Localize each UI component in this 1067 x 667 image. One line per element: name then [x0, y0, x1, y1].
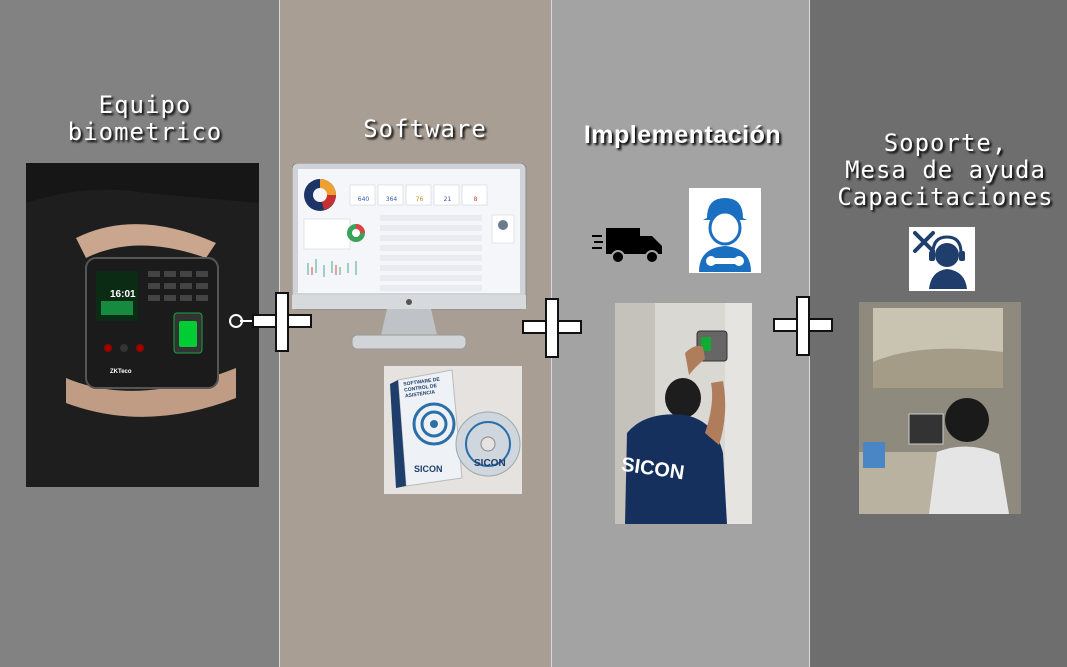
technician-photo: SICON: [615, 303, 752, 524]
support-agent-icon: [909, 227, 975, 291]
plus-icon: [773, 296, 833, 356]
device-brand: ZKTeco: [110, 369, 132, 375]
stat-value: 364: [385, 196, 398, 203]
biometric-device-photo: 16:01 ZKTeco: [26, 163, 259, 487]
stat-value: 640: [357, 196, 370, 203]
section-title-implementation: Implementación: [583, 121, 782, 149]
stat-value: 76: [415, 196, 424, 203]
truck-icon: [592, 224, 664, 266]
stat-value: 21: [443, 196, 452, 203]
software-box-image: SOFTWARE DE CONTROL DE ASISTENCIA SICON …: [384, 366, 522, 494]
box-brand: SICON: [414, 464, 443, 474]
mechanic-icon: [689, 188, 761, 273]
section-title-software: Software: [363, 115, 487, 143]
disc-brand: SICON: [474, 458, 506, 469]
plus-icon: [522, 298, 582, 358]
support-photo: [859, 302, 1021, 514]
section-title-biometric: Equipo biometrico: [67, 91, 223, 146]
device-clock: 16:01: [110, 289, 136, 300]
section-title-support: Soporte, Mesa de ayuda Capacitaciones: [837, 129, 1054, 211]
connector-line: [240, 320, 254, 322]
plus-icon: [252, 292, 312, 352]
stat-value: 8: [473, 196, 478, 203]
monitor-dashboard-image: 640 364 76 21 8: [292, 163, 527, 353]
